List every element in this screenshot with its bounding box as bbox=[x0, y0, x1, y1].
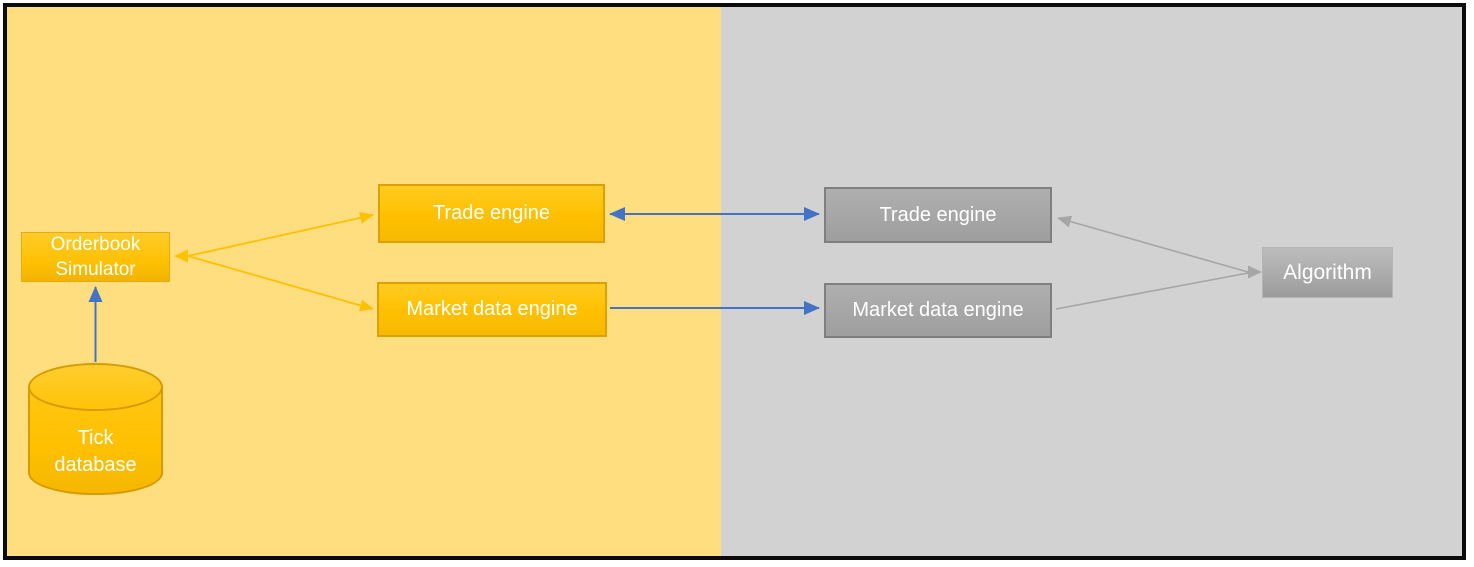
node-market-data-engine-live-label: Market data engine bbox=[852, 299, 1024, 321]
node-market-data-engine-sim: Market data engine bbox=[377, 282, 607, 337]
node-trade-engine-sim: Trade engine bbox=[378, 184, 605, 243]
slide-frame bbox=[3, 3, 1466, 560]
node-tick-database-label: Tick database bbox=[54, 427, 137, 476]
node-tick-database: Tick database bbox=[28, 363, 163, 497]
node-orderbook-simulator: Orderbook Simulator bbox=[21, 232, 170, 282]
node-trade-engine-live-label: Trade engine bbox=[879, 203, 997, 226]
node-algorithm: Algorithm bbox=[1262, 247, 1393, 298]
node-market-data-engine-sim-label: Market data engine bbox=[406, 298, 578, 320]
cylinder-top bbox=[28, 363, 163, 411]
node-orderbook-simulator-label: Orderbook Simulator bbox=[50, 234, 141, 280]
node-trade-engine-sim-label: Trade engine bbox=[432, 202, 551, 224]
node-market-data-engine-live: Market data engine bbox=[824, 283, 1052, 338]
node-algorithm-label: Algorithm bbox=[1283, 260, 1372, 284]
node-trade-engine-live: Trade engine bbox=[824, 187, 1052, 243]
